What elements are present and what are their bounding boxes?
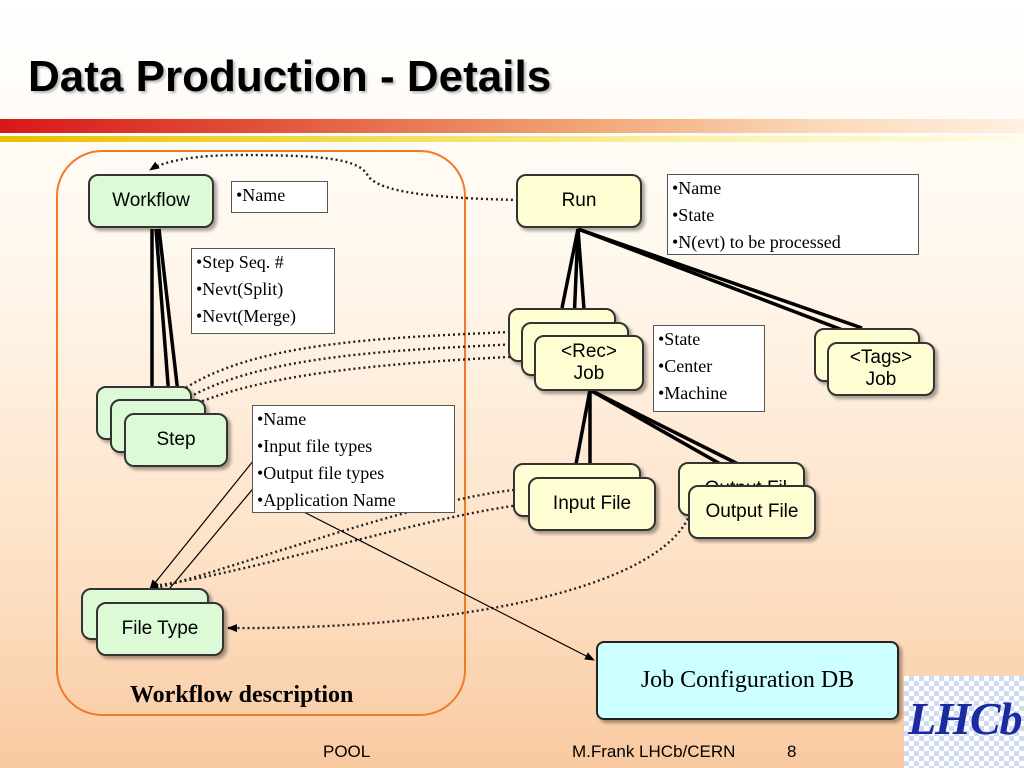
- input-to-filetype-reference: [159, 502, 529, 587]
- job-attributes-box: •State •Center •Machine: [653, 325, 765, 412]
- filetype-node-label: File Type: [121, 618, 199, 639]
- rec-job-label-line2: Job: [573, 363, 605, 384]
- thin-arrows: [149, 449, 595, 661]
- filetype-attr-item: •Application Name: [257, 490, 396, 510]
- run-to-workflow-reference: [149, 153, 519, 202]
- rec-job-label-line1: <Rec>: [561, 341, 617, 362]
- job-attr-item: •Center: [658, 356, 713, 376]
- input-file-node: Input File: [528, 477, 656, 531]
- input-to-filetype-reference: [149, 488, 515, 592]
- filetype-attr-item: •Name: [257, 409, 307, 429]
- tags-job-label-line2: Job: [865, 369, 897, 390]
- run-attr-item: •Name: [672, 178, 722, 198]
- step-attr-item: •Nevt(Merge): [196, 306, 296, 326]
- filetype-attributes-box: •Name •Input file types •Output file typ…: [252, 405, 455, 513]
- workflow-step-line: [157, 228, 182, 411]
- workflow-step-line: [154, 228, 172, 411]
- job-attr-item: •Machine: [658, 383, 728, 403]
- step-attr-item: •Nevt(Split): [196, 279, 284, 299]
- step-node-label: Step: [156, 429, 196, 450]
- title-underline-red: [0, 119, 1024, 133]
- step-attributes-box: •Step Seq. # •Nevt(Split) •Nevt(Merge): [191, 248, 335, 334]
- job-to-step-reference: [197, 354, 531, 405]
- step-node: Step: [124, 413, 228, 467]
- tags-job-node: <Tags> Job: [827, 342, 935, 396]
- footer-author: M.Frank LHCb/CERN: [572, 742, 736, 761]
- job-input-line: [574, 389, 592, 465]
- slide-title: Data Production - Details: [28, 52, 552, 101]
- workflow-node: Workflow: [88, 174, 214, 228]
- page-number: 8: [787, 742, 797, 761]
- input-file-node-label: Input File: [552, 493, 632, 514]
- lhcb-logo: LHCb: [904, 676, 1024, 768]
- filetype-input-arrow: [149, 449, 263, 590]
- workflow-attributes-box: •Name: [231, 181, 328, 213]
- output-to-filetype-reference: [227, 513, 692, 633]
- reference-lines: [149, 153, 692, 633]
- workflow-node-label: Workflow: [112, 190, 190, 211]
- application-to-db-arrow: [299, 509, 595, 661]
- job-attr-item: •State: [658, 329, 701, 349]
- filetype-node: File Type: [96, 602, 224, 656]
- run-job-line: [572, 228, 580, 323]
- run-job-line: [560, 228, 580, 309]
- footer-left: POOL: [323, 742, 371, 761]
- filetype-attr-item: •Output file types: [257, 463, 385, 483]
- title-underline-yellow: [0, 136, 1024, 142]
- lhcb-logo-text: LHCb: [908, 693, 1023, 744]
- filetype-attr-item: •Input file types: [257, 436, 373, 456]
- run-node: Run: [516, 174, 642, 228]
- run-attr-item: •N(evt) to be processed: [672, 232, 841, 252]
- job-configuration-db-box: Job Configuration DB: [596, 641, 899, 720]
- output-file-node-label: Output File: [705, 501, 799, 522]
- job-configuration-db-label: Job Configuration DB: [640, 667, 855, 693]
- run-tags-line: [577, 227, 875, 344]
- workflow-attr-item: •Name: [236, 185, 286, 205]
- rec-job-node: <Rec> Job: [534, 335, 644, 391]
- workflow-description-group: [56, 150, 466, 716]
- tags-job-label-line1: <Tags>: [849, 347, 913, 368]
- job-to-step-reference: [177, 330, 511, 394]
- filetype-output-arrow: [159, 477, 263, 601]
- workflow-description-caption: Workflow description: [130, 682, 354, 708]
- run-node-label: Run: [561, 190, 597, 211]
- job-to-step-reference: [187, 342, 521, 400]
- run-attr-item: •State: [672, 205, 715, 225]
- output-file-node: Output File: [688, 485, 816, 539]
- run-attributes-box: •Name •State •N(evt) to be processed: [667, 174, 919, 255]
- step-attr-item: •Step Seq. #: [196, 252, 284, 272]
